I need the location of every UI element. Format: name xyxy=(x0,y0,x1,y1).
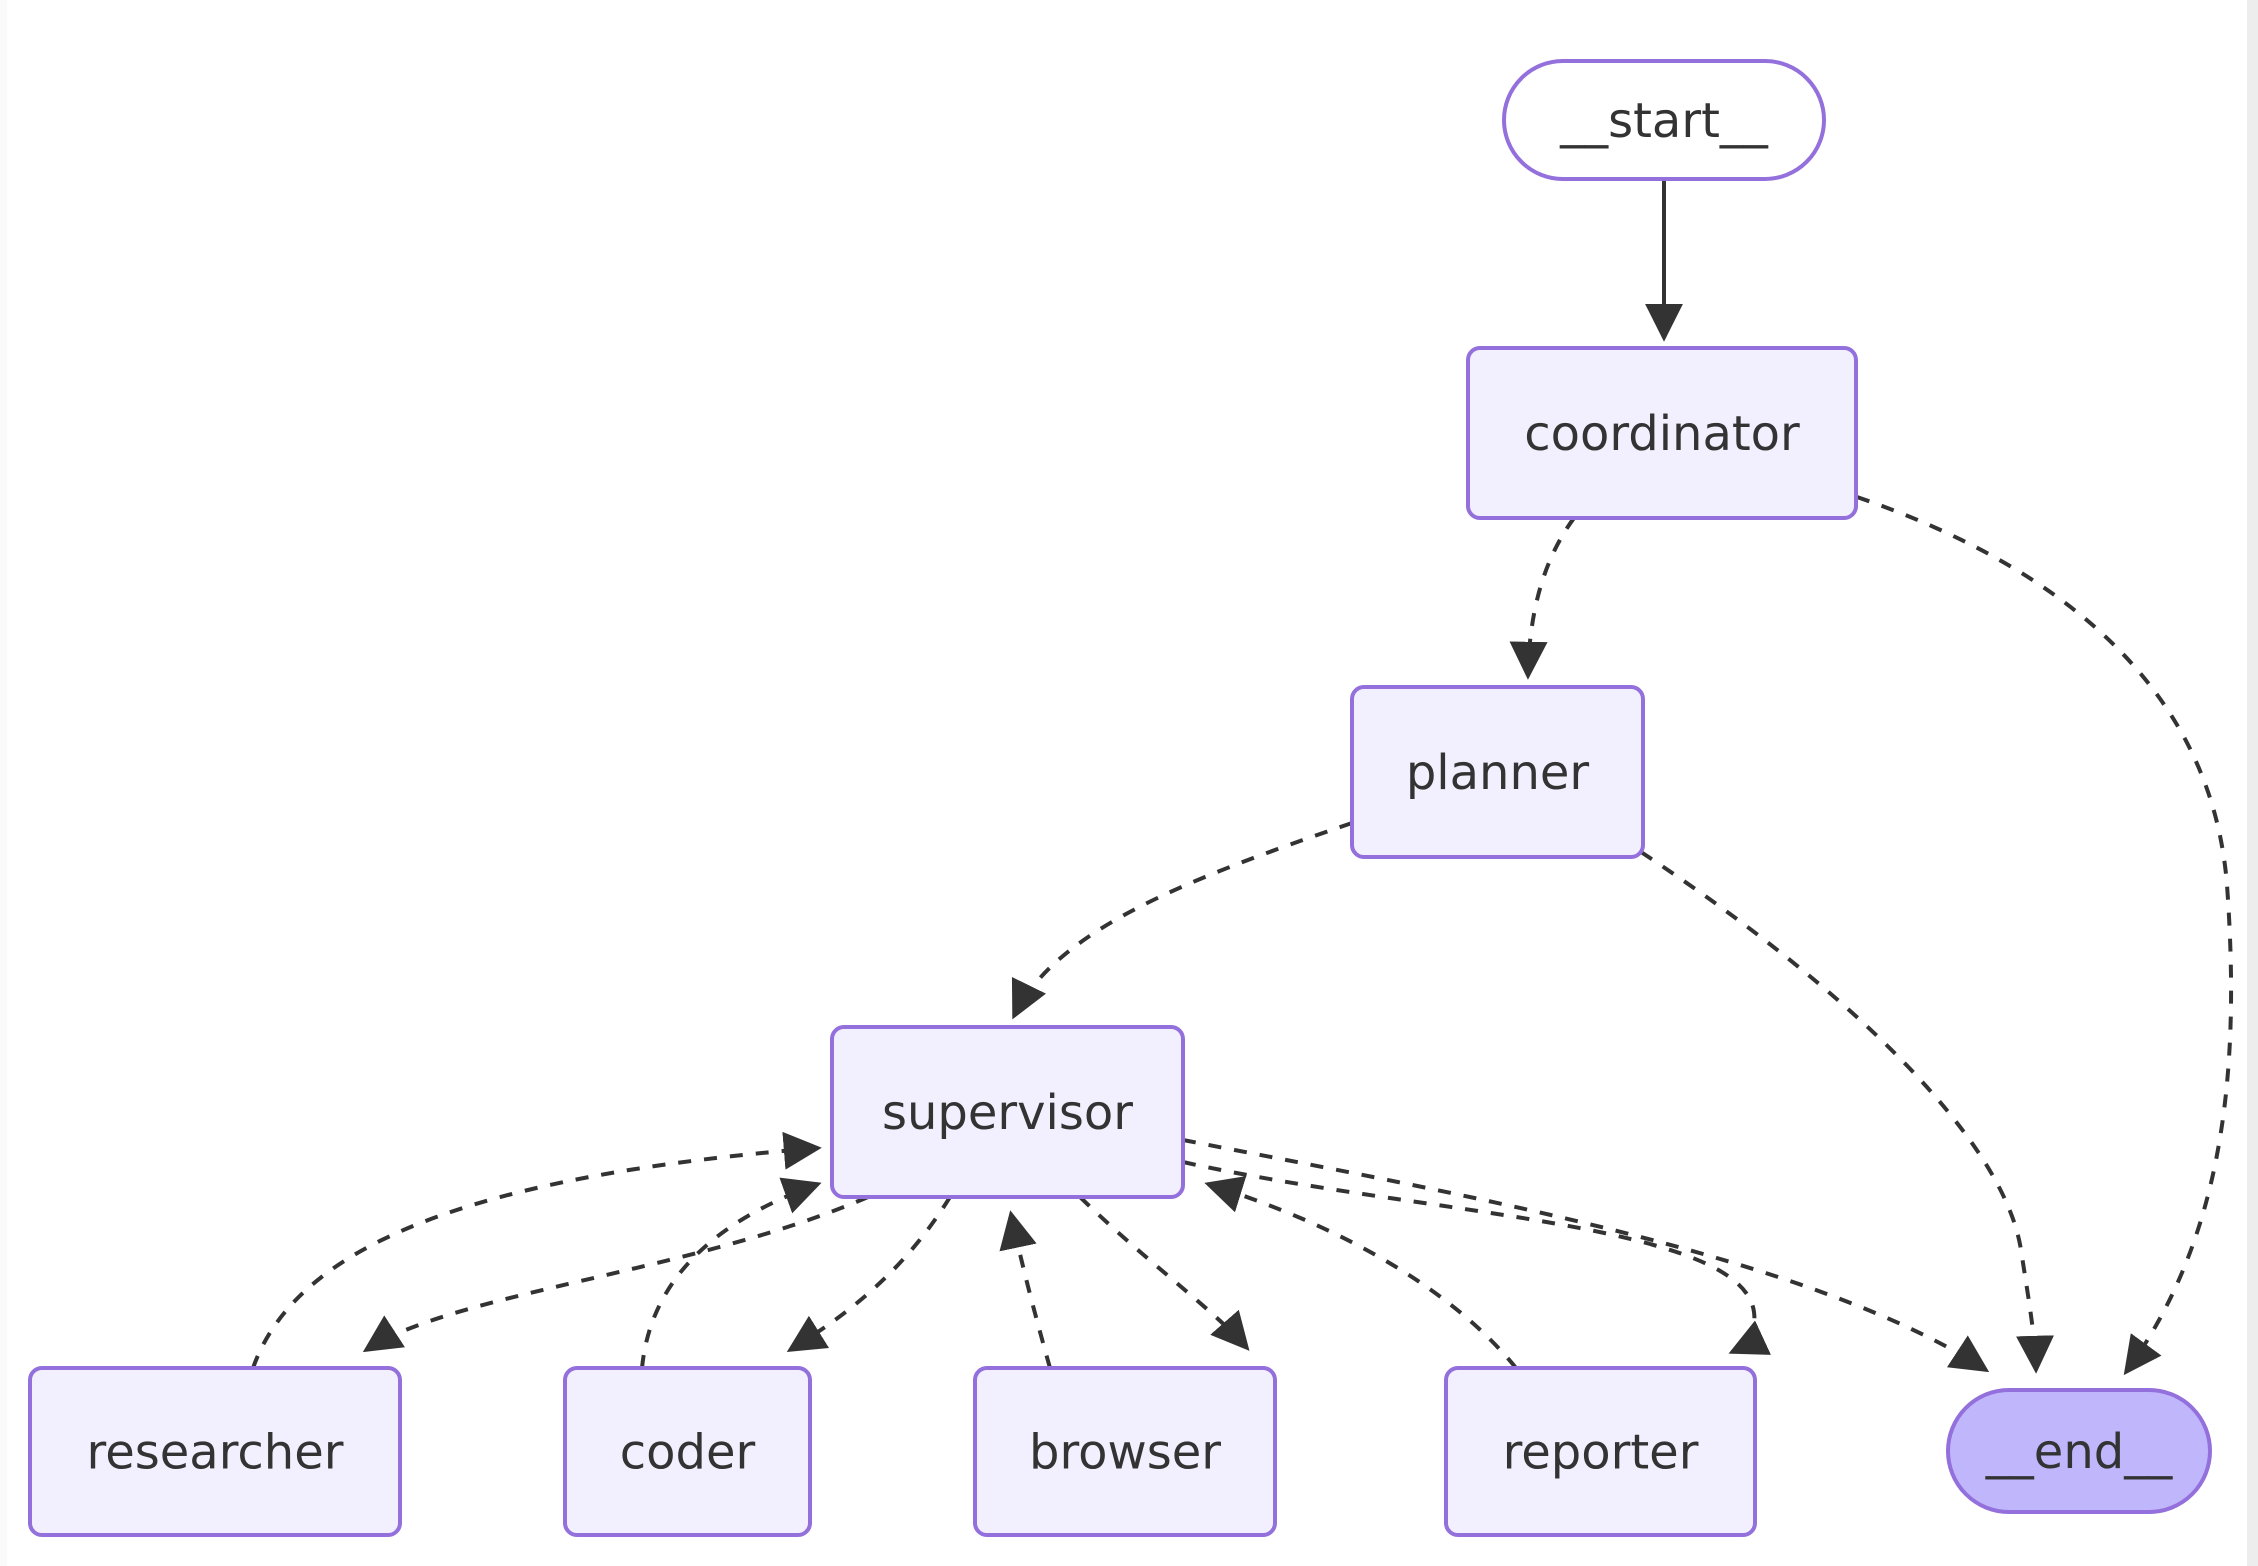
node-coordinator: coordinator xyxy=(1466,346,1858,520)
edge-supervisor-to-reporter xyxy=(1182,1160,1772,1355)
node-label-end: __end__ xyxy=(1985,1424,2173,1480)
node-start: __start__ xyxy=(1502,59,1826,181)
edge-reporter-to-supervisor xyxy=(1204,1176,1518,1370)
node-browser: browser xyxy=(973,1366,1277,1537)
edge-coordinator-to-end xyxy=(1856,495,2234,1376)
node-shape-researcher xyxy=(28,1366,402,1537)
node-label-planner: planner xyxy=(1406,745,1590,801)
node-supervisor: supervisor xyxy=(830,1025,1185,1199)
node-shape-browser xyxy=(973,1366,1277,1537)
page-edge-right xyxy=(2247,0,2258,1566)
node-label-coder: coder xyxy=(620,1425,756,1481)
node-shape-start xyxy=(1502,59,1826,181)
edge-supervisor-to-end xyxy=(1182,1138,1990,1373)
node-shape-coordinator xyxy=(1466,346,1858,520)
page-edge-left xyxy=(0,0,7,1566)
node-shape-coder xyxy=(563,1366,812,1537)
node-shape-end xyxy=(1946,1388,2212,1514)
edge-supervisor-to-coder xyxy=(786,1195,952,1353)
node-label-coordinator: coordinator xyxy=(1524,406,1800,462)
node-reporter: reporter xyxy=(1444,1366,1757,1537)
edge-coder-to-supervisor xyxy=(640,1177,822,1369)
edges-layer xyxy=(251,179,2234,1376)
node-label-start: __start__ xyxy=(1559,93,1769,149)
node-shape-supervisor xyxy=(830,1025,1185,1199)
edge-planner-to-supervisor xyxy=(1011,821,1353,1020)
node-shape-reporter xyxy=(1444,1366,1757,1537)
edge-planner-to-end xyxy=(1639,850,2055,1374)
node-label-researcher: researcher xyxy=(87,1425,344,1481)
node-shape-planner xyxy=(1350,685,1645,859)
edge-coordinator-to-planner xyxy=(1509,516,1576,680)
node-researcher: researcher xyxy=(28,1366,402,1537)
node-planner: planner xyxy=(1350,685,1645,859)
nodes-layer: __start__ coordinator planner supervisor res… xyxy=(28,59,2212,1537)
node-label-reporter: reporter xyxy=(1503,1425,1699,1481)
node-label-browser: browser xyxy=(1029,1425,1221,1481)
edge-researcher-to-supervisor xyxy=(251,1131,822,1369)
edge-supervisor-to-browser xyxy=(1078,1195,1250,1351)
node-coder: coder xyxy=(563,1366,812,1537)
node-end: __end__ xyxy=(1946,1388,2212,1514)
edge-browser-to-supervisor xyxy=(999,1210,1052,1369)
node-label-supervisor: supervisor xyxy=(882,1085,1133,1141)
edge-supervisor-to-researcher xyxy=(362,1195,869,1353)
